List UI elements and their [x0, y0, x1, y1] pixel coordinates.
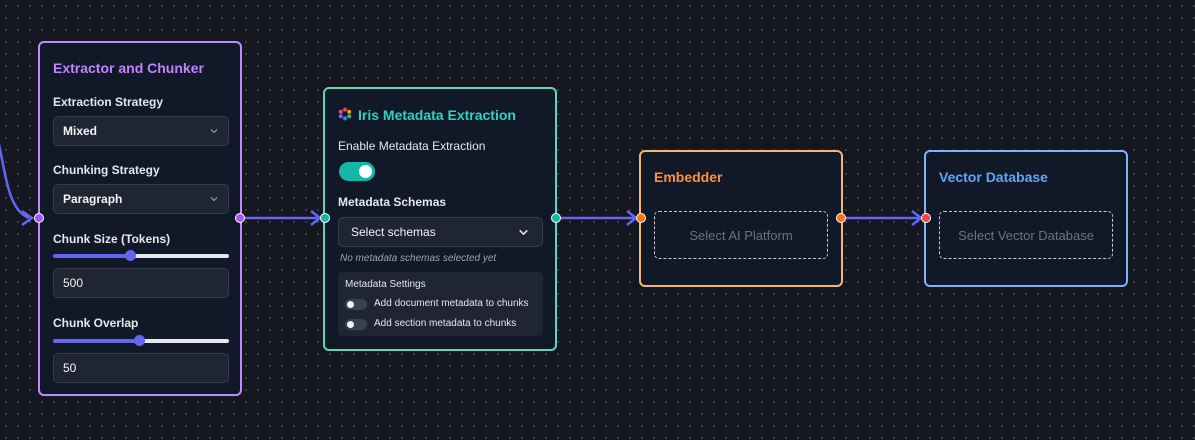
- chevron-down-icon: [210, 197, 218, 202]
- chunk-size-slider[interactable]: [53, 250, 229, 262]
- chunk-overlap-input[interactable]: 50: [53, 353, 229, 383]
- extractor-input-handle[interactable]: [34, 213, 44, 223]
- extraction-strategy-select[interactable]: Mixed: [53, 116, 229, 146]
- section-metadata-label: Add section metadata to chunks: [374, 318, 517, 329]
- metadata-settings-panel: Metadata Settings Add document metadata …: [338, 272, 543, 336]
- iris-pinwheel-icon: [338, 107, 352, 121]
- chevron-down-icon: [519, 229, 528, 236]
- slider-fill: [53, 254, 130, 258]
- iris-metadata-node[interactable]: Iris Metadata Extraction Enable Metadata…: [323, 87, 557, 351]
- section-metadata-toggle[interactable]: [345, 319, 367, 330]
- extractor-output-handle[interactable]: [235, 213, 245, 223]
- chunk-size-input[interactable]: 500: [53, 268, 229, 298]
- enable-metadata-label: Enable Metadata Extraction: [338, 139, 486, 153]
- chunking-strategy-select[interactable]: Paragraph: [53, 184, 229, 214]
- chunk-overlap-slider[interactable]: [53, 335, 229, 347]
- doc-metadata-toggle[interactable]: [345, 299, 367, 310]
- node-title: Iris Metadata Extraction: [358, 107, 516, 123]
- vector-database-node[interactable]: Vector Database Select Vector Database: [924, 150, 1128, 287]
- iris-input-handle[interactable]: [320, 213, 330, 223]
- slider-fill: [53, 339, 139, 343]
- embedder-input-handle[interactable]: [636, 213, 646, 223]
- incoming-edge-arrow: [21, 209, 35, 227]
- node-title: Vector Database: [939, 169, 1048, 185]
- node-title: Extractor and Chunker: [53, 60, 204, 76]
- doc-metadata-label: Add document metadata to chunks: [374, 298, 529, 309]
- chunk-overlap-label: Chunk Overlap: [53, 316, 139, 330]
- slider-track: [130, 254, 229, 258]
- chunk-size-label: Chunk Size (Tokens): [53, 232, 171, 246]
- embedder-output-handle[interactable]: [836, 213, 846, 223]
- slider-track: [139, 339, 229, 343]
- chunking-strategy-label: Chunking Strategy: [53, 163, 160, 177]
- metadata-schemas-label: Metadata Schemas: [338, 195, 447, 209]
- schemas-placeholder: Select schemas: [351, 225, 436, 239]
- toggle-knob: [359, 165, 372, 178]
- slider-thumb[interactable]: [125, 250, 136, 261]
- metadata-settings-title: Metadata Settings: [345, 279, 426, 290]
- toggle-knob: [347, 321, 354, 328]
- select-vector-database-slot[interactable]: Select Vector Database: [939, 211, 1113, 259]
- schemas-hint: No metadata schemas selected yet: [340, 253, 497, 264]
- schemas-select[interactable]: Select schemas: [338, 217, 543, 247]
- embedder-node[interactable]: Embedder Select AI Platform: [639, 150, 843, 287]
- chunking-strategy-value: Paragraph: [63, 192, 123, 206]
- incoming-edge[interactable]: [0, 140, 30, 220]
- select-ai-platform-slot[interactable]: Select AI Platform: [654, 211, 828, 259]
- extraction-strategy-label: Extraction Strategy: [53, 95, 164, 109]
- node-title: Embedder: [654, 169, 723, 185]
- vectordb-input-handle[interactable]: [921, 213, 931, 223]
- chevron-down-icon: [210, 129, 218, 134]
- enable-metadata-toggle[interactable]: [339, 162, 375, 181]
- toggle-knob: [347, 301, 354, 308]
- extractor-chunker-node[interactable]: Extractor and Chunker Extraction Strateg…: [38, 41, 242, 396]
- iris-output-handle[interactable]: [551, 213, 561, 223]
- extraction-strategy-value: Mixed: [63, 124, 98, 138]
- slider-thumb[interactable]: [134, 335, 145, 346]
